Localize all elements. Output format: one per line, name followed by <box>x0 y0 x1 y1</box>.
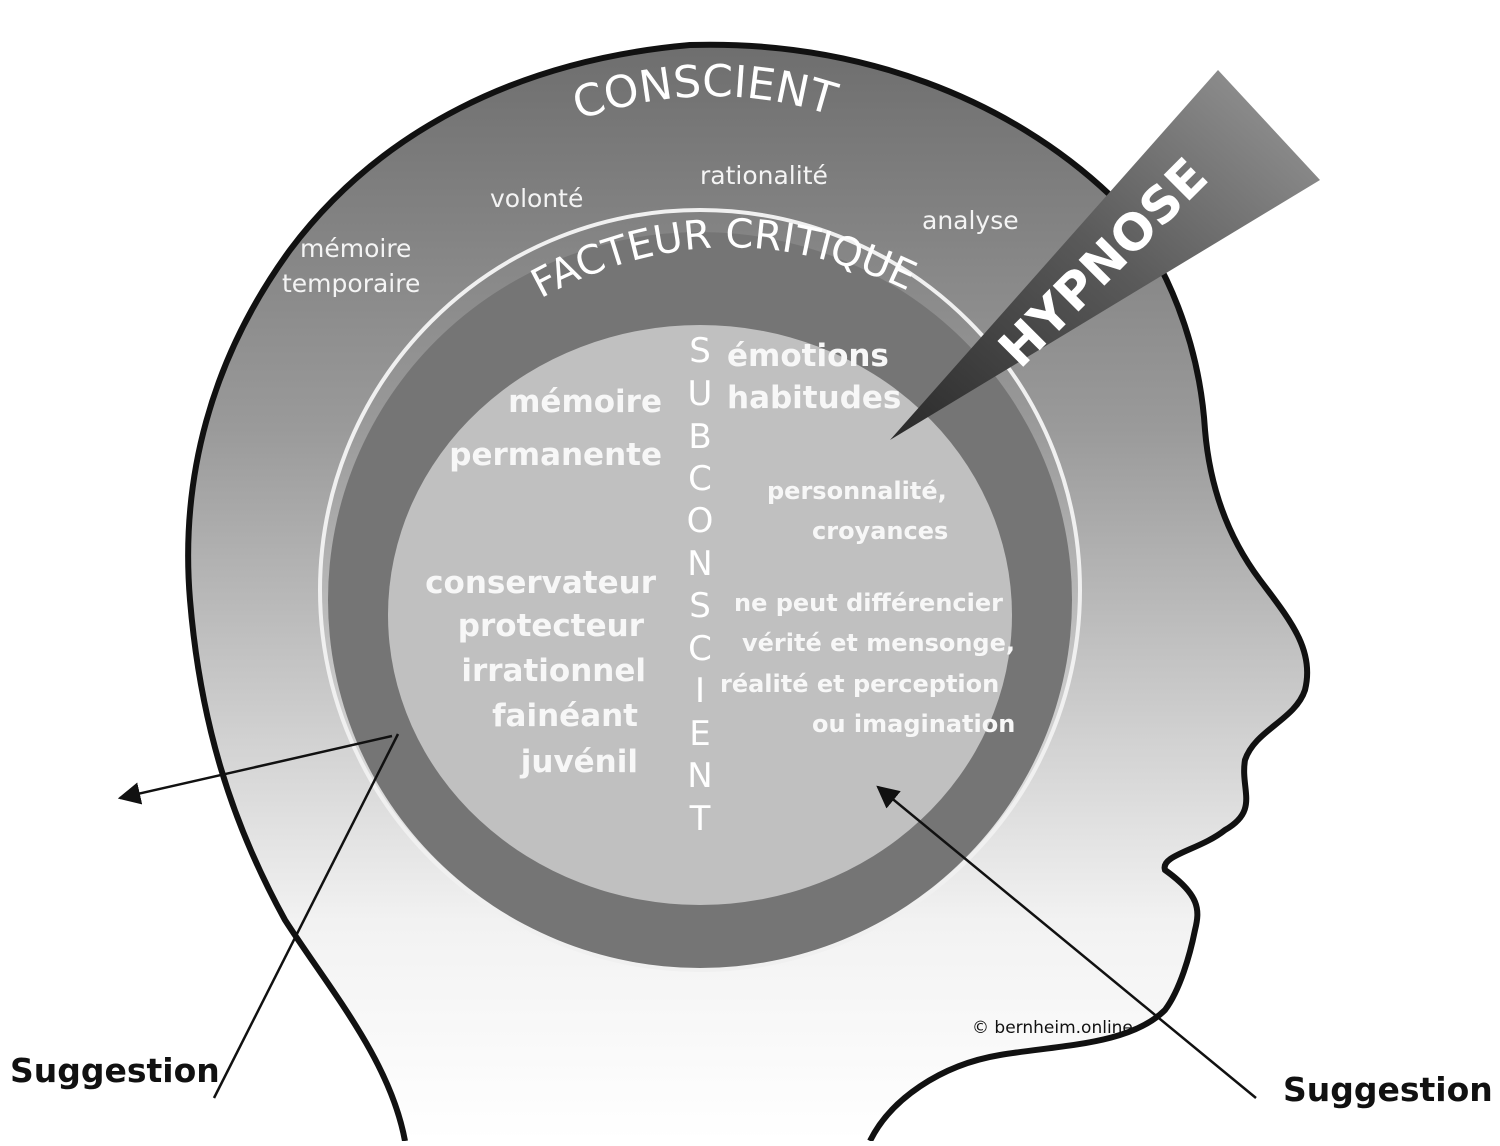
subconscient-letter: E <box>689 714 710 754</box>
subconscient-right-item: personnalité, <box>767 477 947 505</box>
hypnose-triangle <box>890 70 1320 440</box>
subconscient-letter: C <box>688 629 712 669</box>
subconscient-left-item: conservateur <box>425 565 657 601</box>
subconscient-letter: C <box>688 459 712 499</box>
suggestion-left-label: Suggestion <box>10 1051 220 1090</box>
subconscient-right-item: ou imagination <box>812 710 1015 738</box>
subconscient-right-item: ne peut différencier <box>734 589 1003 617</box>
subconscient-left-item: permanente <box>449 437 662 473</box>
subconscient-letter: T <box>689 799 711 839</box>
suggestion-left-arrow <box>117 734 393 805</box>
conscient-item-analyse: analyse <box>922 206 1019 235</box>
subconscient-left-item: mémoire <box>508 384 662 420</box>
facteur-critique-outer-line <box>318 208 1082 972</box>
subconscient-right-item: habitudes <box>727 380 901 416</box>
subconscient-letter: O <box>687 501 714 541</box>
subconscient-letter: S <box>689 586 711 626</box>
subconscient-letter: N <box>687 756 712 796</box>
subconscient-left-item: juvénil <box>519 744 638 780</box>
subconscient-right-item: réalité et perception <box>720 670 999 698</box>
conscient-item-volonte: volonté <box>490 184 583 213</box>
subconscient-right-item: vérité et mensonge, <box>742 629 1015 657</box>
subconscient-letter: S <box>689 331 711 371</box>
conscient-item-temporaire: temporaire <box>282 269 420 298</box>
suggestion-left-line <box>212 733 400 1099</box>
suggestion-right-arrow <box>876 785 1257 1099</box>
subconscient-letter: N <box>687 544 712 584</box>
conscient-item-rationalite: rationalité <box>700 161 828 190</box>
subconscient-left-column: mémoire permanente conservateur protecte… <box>425 384 662 780</box>
subconscient-letter: I <box>695 671 705 711</box>
subconscient-vertical-word: S U B C O N S C I E N T <box>687 331 714 839</box>
subconscient-left-item: protecteur <box>458 608 645 644</box>
subconscient-left-item: irrationnel <box>461 653 646 689</box>
subconscient-left-item: fainéant <box>492 698 638 734</box>
head-outline <box>185 41 1311 1143</box>
subconscient-right-item: croyances <box>812 517 948 545</box>
subconscient-core <box>388 325 1012 905</box>
subconscient-right-item: émotions <box>727 338 889 374</box>
copyright-text: © bernheim.online <box>972 1018 1133 1038</box>
conscient-item-memoire: mémoire <box>300 234 411 263</box>
suggestion-right-label: Suggestion <box>1283 1070 1493 1109</box>
subconscient-letter: B <box>688 417 711 457</box>
subconscient-letter: U <box>688 374 713 414</box>
